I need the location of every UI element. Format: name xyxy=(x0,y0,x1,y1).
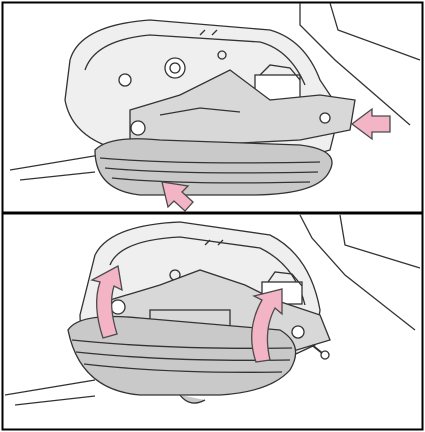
screw-hole xyxy=(119,74,131,86)
lower-cover xyxy=(95,139,332,195)
bracket-bolt-right xyxy=(320,113,330,123)
bracket-bolt-left xyxy=(131,121,145,135)
motor-boss xyxy=(165,58,185,78)
bracket-bolt-right-b xyxy=(292,326,304,338)
bracket-bolt-left-b xyxy=(111,300,125,314)
